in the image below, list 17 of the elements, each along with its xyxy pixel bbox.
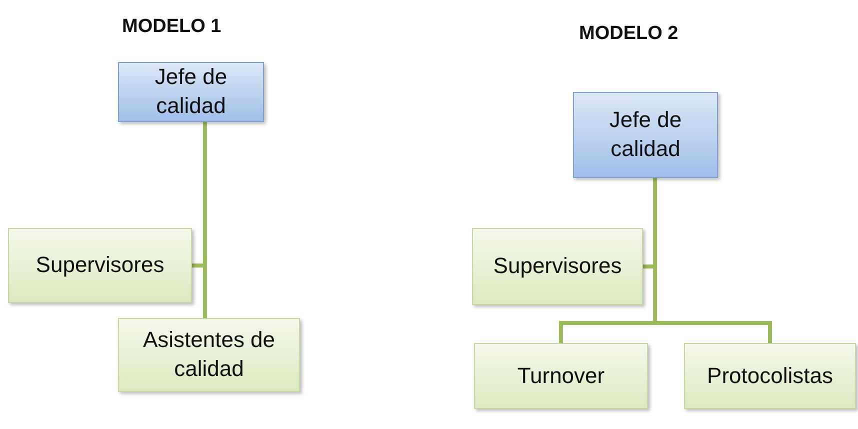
org-box bbox=[472, 228, 643, 305]
org-box bbox=[118, 62, 264, 122]
box-label: Jefe de calidad bbox=[608, 106, 683, 163]
box-label: Protocolistas bbox=[707, 362, 833, 390]
box-label: Supervisores bbox=[493, 252, 622, 280]
box-label: Asistentes de calidad bbox=[142, 326, 276, 383]
org-box bbox=[474, 343, 648, 409]
model-title: MODELO 1 bbox=[122, 16, 222, 38]
model-title: MODELO 2 bbox=[579, 23, 678, 45]
connector-line bbox=[653, 178, 772, 343]
box-label: Jefe de calidad bbox=[154, 63, 228, 120]
org-box bbox=[118, 318, 300, 392]
org-box bbox=[8, 228, 192, 303]
org-box bbox=[684, 343, 856, 409]
box-label: Turnover bbox=[517, 362, 605, 390]
org-box bbox=[573, 92, 718, 178]
box-label: Supervisores bbox=[36, 251, 164, 280]
